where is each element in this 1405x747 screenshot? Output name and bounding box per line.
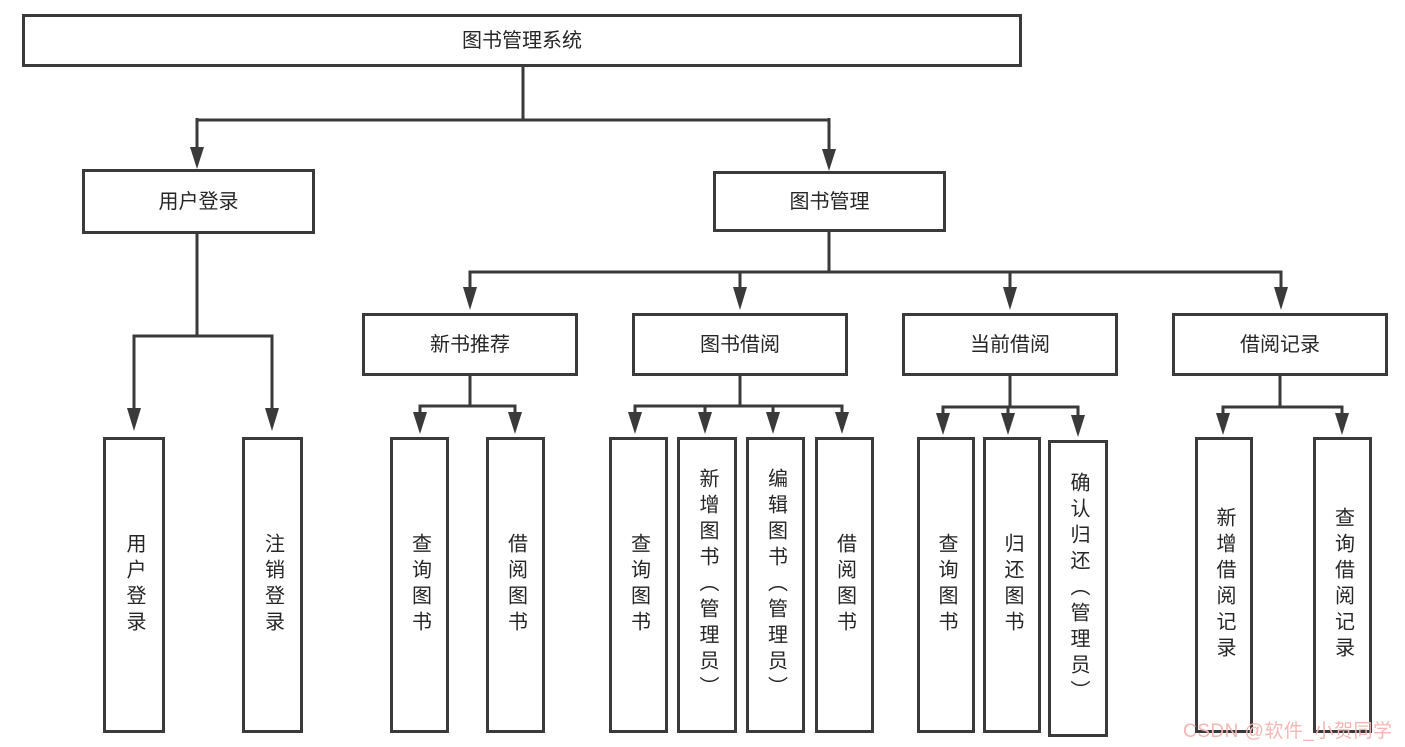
arrowhead-book-mgmt <box>822 149 836 171</box>
node-new-book-recommend: 新书推荐 <box>362 313 578 376</box>
node-new-book-recommend-label: 新书推荐 <box>430 333 510 356</box>
node-book-borrow: 图书借阅 <box>632 313 848 376</box>
leaf-logout-label: 注销登录 <box>261 533 284 637</box>
node-book-borrow-label: 图书借阅 <box>700 333 780 356</box>
leaf-rec-query-record-label: 查询借阅记录 <box>1331 507 1354 663</box>
leaf-nb-borrow-books-label: 借阅图书 <box>504 533 527 637</box>
leaf-cb-confirm-return-admin: 确认归还（管理员） <box>1048 440 1108 737</box>
node-current-borrow: 当前借阅 <box>902 313 1118 376</box>
arrowhead-login-leaf <box>127 408 141 431</box>
leaf-rec-add-record-label: 新增借阅记录 <box>1213 507 1235 663</box>
arrowhead-new-books <box>463 287 477 310</box>
leaf-bb-edit-books-admin-label: 编辑图书（管理员） <box>764 468 787 702</box>
node-root-label: 图书管理系统 <box>462 29 582 52</box>
leaf-bb-borrow-books-label: 借阅图书 <box>833 533 856 637</box>
leaf-bb-add-books-admin: 新增图书（管理员） <box>677 437 737 733</box>
arrowhead-logout-leaf <box>265 408 279 431</box>
leaf-rec-add-record: 新增借阅记录 <box>1195 437 1253 733</box>
arrowhead-nb-query <box>413 412 427 434</box>
leaf-user-login-label: 用户登录 <box>123 533 145 637</box>
node-user-login: 用户登录 <box>82 169 315 234</box>
arrowhead-bb-borrow <box>835 412 849 434</box>
arrowhead-user-login <box>190 147 204 169</box>
leaf-bb-borrow-books: 借阅图书 <box>815 437 874 733</box>
leaf-cb-query-books: 查询图书 <box>917 437 975 733</box>
leaf-bb-query-books-label: 查询图书 <box>627 533 650 637</box>
arrowhead-bb-add <box>698 412 712 434</box>
arrowhead-cb-return <box>1001 413 1015 435</box>
leaf-rec-query-record: 查询借阅记录 <box>1313 437 1372 733</box>
leaf-cb-confirm-return-admin-label: 确认归还（管理员） <box>1067 471 1089 706</box>
leaf-cb-return-books-label: 归还图书 <box>1001 533 1023 637</box>
arrowhead-borrow-records <box>1274 287 1288 310</box>
leaf-bb-add-books-admin-label: 新增图书（管理员） <box>696 468 718 702</box>
leaf-nb-borrow-books: 借阅图书 <box>486 437 545 733</box>
node-book-management-label: 图书管理 <box>789 190 870 213</box>
node-root-library-system: 图书管理系统 <box>22 14 1022 67</box>
leaf-cb-return-books: 归还图书 <box>983 437 1041 733</box>
leaf-nb-query-books-label: 查询图书 <box>408 533 431 637</box>
node-current-borrow-label: 当前借阅 <box>970 333 1050 356</box>
arrowhead-cb-query <box>936 413 950 435</box>
leaf-cb-query-books-label: 查询图书 <box>935 533 957 637</box>
leaf-bb-edit-books-admin: 编辑图书（管理员） <box>746 437 805 733</box>
arrowhead-cb-confirm <box>1071 415 1085 437</box>
arrowhead-rec-add <box>1216 413 1230 435</box>
arrowhead-nb-borrow <box>508 412 522 434</box>
leaf-nb-query-books: 查询图书 <box>390 437 449 733</box>
arrowhead-current-borrow <box>1003 287 1017 310</box>
csdn-watermark: CSDN @软件_小贺同学 <box>1183 721 1393 742</box>
node-borrow-records-label: 借阅记录 <box>1240 333 1320 356</box>
node-user-login-label: 用户登录 <box>158 190 239 213</box>
arrowhead-bb-query <box>628 412 642 434</box>
leaf-user-login: 用户登录 <box>103 437 165 733</box>
node-book-management: 图书管理 <box>713 171 946 232</box>
leaf-bb-query-books: 查询图书 <box>609 437 668 733</box>
leaf-logout: 注销登录 <box>242 437 303 733</box>
node-borrow-records: 借阅记录 <box>1172 313 1388 376</box>
arrowhead-book-borrow <box>733 287 747 310</box>
arrowhead-bb-edit <box>766 412 780 434</box>
arrowhead-rec-query <box>1335 413 1349 435</box>
